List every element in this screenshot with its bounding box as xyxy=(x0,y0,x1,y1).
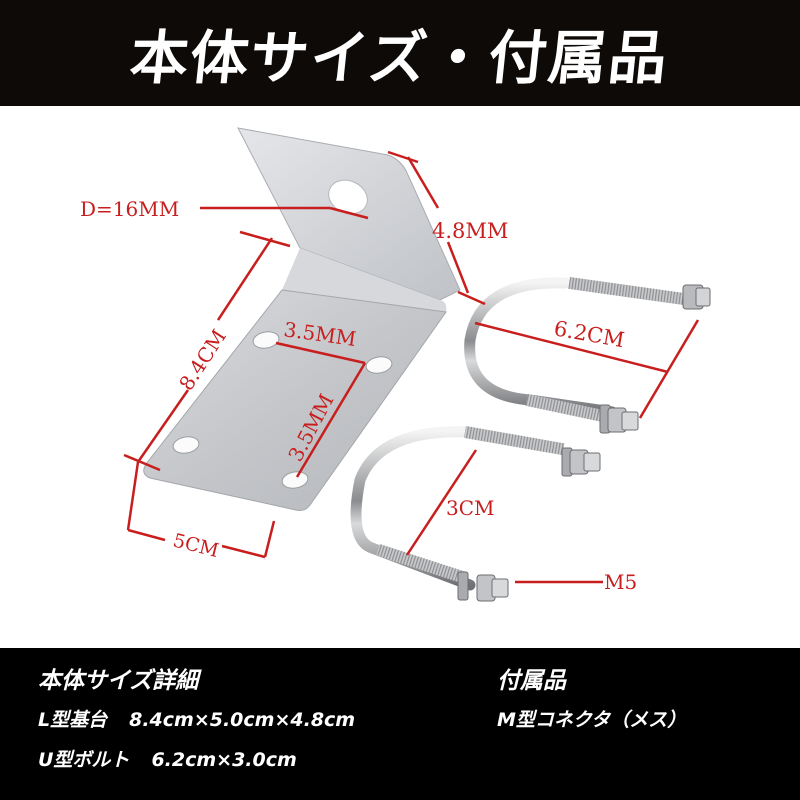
label-thread-size: M5 xyxy=(604,570,637,594)
spec-value: 6.2cm×3.0cm xyxy=(151,749,297,771)
spec-panel: 本体サイズ詳細 L型基台 8.4cm×5.0cm×4.8cm U型ボルト 6.2cm… xyxy=(0,648,800,800)
spec-value: 8.4cm×5.0cm×4.8cm xyxy=(129,709,356,731)
label-bracket-width: 5CM xyxy=(171,530,221,562)
body-size-heading: 本体サイズ詳細 xyxy=(38,668,199,694)
label-ubolt-width: 3CM xyxy=(446,496,495,520)
spec-row-l-base: L型基台 8.4cm×5.0cm×4.8cm xyxy=(38,700,355,740)
title-banner: 本体サイズ・付属品 xyxy=(0,0,800,106)
product-diagram: D=16MM 4.8MM 8.4CM 3.5MM 3.5MM 5CM 6.2CM… xyxy=(80,127,711,602)
accessories-heading: 付属品 xyxy=(497,668,566,694)
accessory-item: M型コネクタ（メス） xyxy=(497,709,687,731)
label-flange: 4.8MM xyxy=(432,219,508,243)
spec-name: U型ボルト xyxy=(38,749,130,771)
label-hole-diameter: D=16MM xyxy=(80,197,179,221)
spec-name: L型基台 xyxy=(38,709,108,731)
dimension-lines xyxy=(123,150,700,584)
product-photo: D=16MM 4.8MM 8.4CM 3.5MM 3.5MM 5CM 6.2CM… xyxy=(0,106,800,648)
spec-row-u-bolt: U型ボルト 6.2cm×3.0cm xyxy=(38,740,355,780)
l-bracket xyxy=(143,127,461,511)
accessories: 付属品 M型コネクタ（メス） xyxy=(497,662,686,740)
u-bolt-large xyxy=(464,277,711,434)
page-title: 本体サイズ・付属品 xyxy=(126,24,673,92)
u-bolt-small xyxy=(350,426,601,602)
label-ubolt-length: 6.2CM xyxy=(552,316,626,352)
body-size-details: 本体サイズ詳細 L型基台 8.4cm×5.0cm×4.8cm U型ボルト 6.2cm… xyxy=(38,662,355,780)
